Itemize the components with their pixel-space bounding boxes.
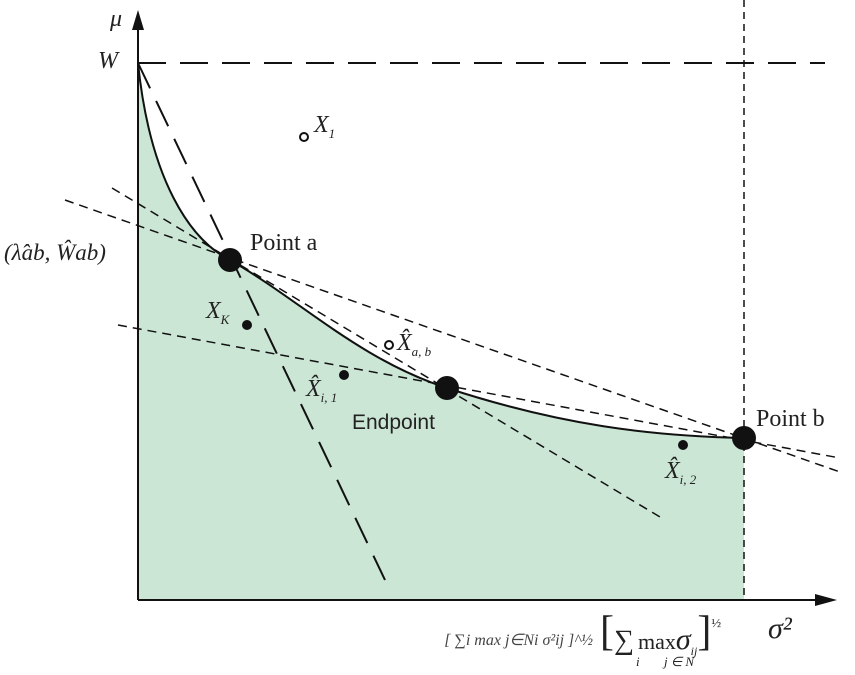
x-axis-sigma-label: σ² [768, 612, 792, 645]
xi1-subscript: i, 1 [320, 390, 338, 405]
x1-label: X1 [314, 112, 335, 142]
max-operator: max [637, 629, 676, 654]
y-axis-label: μ [110, 6, 123, 32]
w-label: W [98, 48, 118, 74]
point-b-marker [732, 426, 756, 450]
coordinate-label: (λ̂ab, Ŵab) [4, 240, 106, 265]
xi1-text: X̂ [306, 376, 321, 402]
tangent-a-endpoint [111, 187, 666, 521]
xab-text: X̂ [397, 330, 412, 356]
frontier-curve [137, 62, 745, 439]
max-index: j ∈ N [664, 654, 695, 669]
point-xk [242, 320, 252, 330]
y-axis-arrow [132, 10, 144, 30]
point-xi1 [339, 370, 349, 380]
xi2-label: X̂i, 2 [665, 458, 696, 488]
sigma-symbol: σ [675, 623, 691, 656]
xk-subscript: K [220, 312, 230, 327]
point-a-label: Point a [250, 230, 318, 256]
feasible-region [138, 63, 744, 600]
point-b-label: Point b [756, 406, 825, 432]
tangent-endpoint-b [117, 324, 841, 459]
point-a-marker [218, 248, 242, 272]
x-axis-formula-text: [ ∑i max j∈Ni σ²ij ]^½ [444, 632, 593, 649]
xk-text: X [206, 298, 221, 324]
xk-label: XK [206, 298, 229, 328]
point-xi2 [678, 440, 688, 450]
xi2-subscript: i, 2 [679, 472, 697, 487]
endpoint-marker [435, 376, 459, 400]
xab-label: X̂a, b [397, 330, 431, 360]
xab-subscript: a, b [411, 344, 432, 359]
steep-tangent-line [137, 62, 386, 581]
sigma-subscript: ij [690, 644, 698, 658]
x1-subscript: 1 [328, 126, 336, 141]
sum-index: i [636, 654, 640, 669]
tangent-a-b [64, 199, 841, 473]
sum-symbol: ∑ [614, 625, 634, 656]
point-x1 [299, 132, 309, 142]
x-axis-arrow [815, 594, 837, 606]
point-xab [384, 340, 394, 350]
endpoint-label: Endpoint [352, 411, 435, 434]
xi1-label: X̂i, 1 [306, 376, 337, 406]
xi2-text: X̂ [665, 458, 680, 484]
x1-text: X [314, 112, 329, 138]
